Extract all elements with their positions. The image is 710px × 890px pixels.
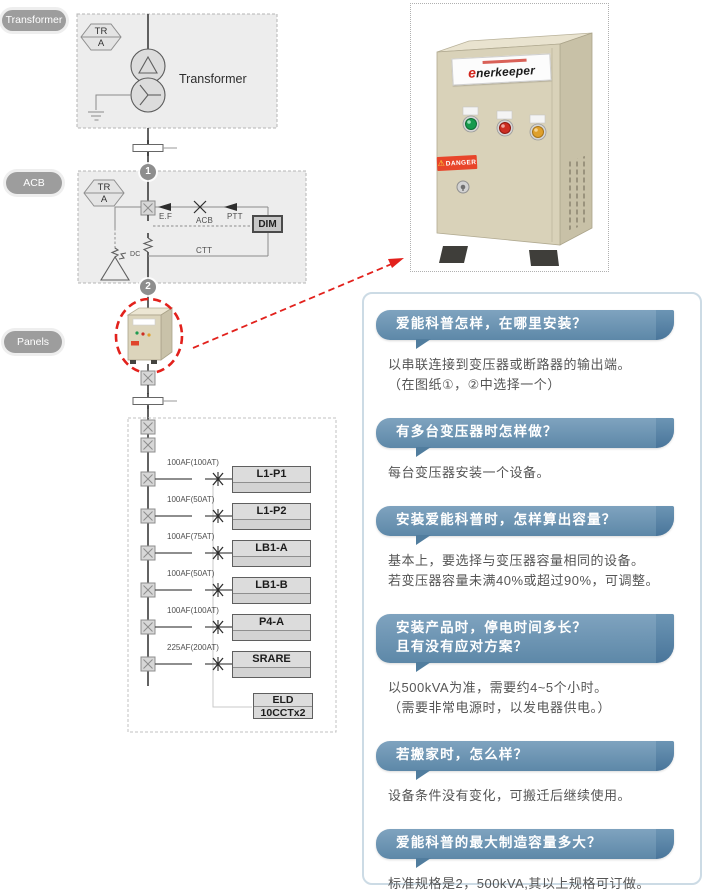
ef-arrow-icon — [158, 203, 171, 211]
dim-relay-box: DIM — [252, 215, 283, 233]
feeder-sub-cell — [233, 520, 310, 529]
feeder-sub-cell — [233, 557, 310, 566]
feeder-box: L1-P1 — [232, 466, 311, 493]
hex-tag-a: A — [97, 38, 105, 49]
feeder-name: SRARE — [233, 652, 310, 668]
feeder-box: SRARE — [232, 651, 311, 678]
node-1-badge: 1 — [140, 164, 156, 180]
ctt-line-label: CTT — [196, 246, 213, 255]
delta-winding-icon — [100, 255, 130, 281]
ef-label: E.F — [159, 212, 173, 221]
ct-square-icon — [140, 200, 156, 216]
danger-sticker: ⚠ DANGER — [436, 154, 478, 172]
feeder-rating-label: 100AF(100AT) — [167, 606, 219, 615]
feeder-name: LB1-B — [233, 578, 310, 594]
ptt-label: PTT — [227, 212, 243, 221]
feeder-sub-cell — [233, 631, 310, 640]
feeder-rating-label: 100AF(50AT) — [167, 495, 215, 504]
feeder-sub-cell — [233, 594, 310, 603]
feeder-sub-cell — [233, 483, 310, 492]
acb-line-label: ACB — [196, 216, 214, 225]
danger-label: DANGER — [445, 158, 477, 168]
feeder-name: P4-A — [233, 615, 310, 631]
faq-question-bubble: 有多台变压器时怎样做？ — [376, 418, 674, 457]
eld-circuits-label: 10CCTx2 — [260, 707, 306, 719]
feeder-sub-cell — [233, 668, 310, 677]
ground-icon — [95, 94, 131, 110]
feeder-box: P4-A — [232, 614, 311, 641]
feeder-rating-label: 100AF(50AT) — [167, 569, 215, 578]
faq-question-bubble: 安装产品时，停电时间多长？且有没有应对方案？ — [376, 614, 674, 672]
node-2-badge: 2 — [140, 279, 156, 295]
feeder-rating-label: 100AF(75AT) — [167, 532, 215, 541]
hex-tag-a: A — [100, 194, 108, 205]
hex-tag-tr: TR — [97, 182, 111, 193]
ptt-arrow-icon — [224, 203, 237, 211]
section-label-transformer: Transformer — [2, 10, 66, 31]
faq-item: 爱能科普怎样，在哪里安装？ 以串联连接到变压器或断路器的输出端。（在图纸①，②中… — [376, 310, 674, 395]
warning-triangle-icon: ⚠ — [437, 158, 446, 169]
feeder-rating-label: 225AF(200AT) — [167, 643, 219, 652]
brand-logo: enerkeeper — [453, 61, 551, 81]
eld-label: ELD — [254, 694, 312, 707]
faq-answer: 标准规格是2，500kVA,其以上规格可订做。 — [388, 876, 650, 890]
faq-answer: 每台变压器安装一个设备。 — [388, 465, 551, 481]
red-circle-highlight — [114, 297, 184, 375]
brand-logo-rest: nerkeeper — [475, 62, 536, 80]
faq-question-bubble: 爱能科普怎样，在哪里安装？ — [376, 310, 674, 349]
transformer-caption: Transformer — [179, 72, 247, 86]
faq-answer: 设备条件没有变化，可搬迁后继续使用。 — [388, 788, 632, 804]
faq-answer: 基本上，要选择与变压器容量相同的设备。若变压器容量未满40%或超过90%，可调整… — [388, 553, 660, 589]
faq-list: 爱能科普怎样，在哪里安装？ 以串联连接到变压器或断路器的输出端。（在图纸①，②中… — [376, 310, 674, 890]
feeder-name: L1-P2 — [233, 504, 310, 520]
faq-answer: 以500kVA为准，需要约4~5个小时。（需要非常电源时，以发电器供电。） — [388, 680, 612, 716]
feeder-name: LB1-A — [233, 541, 310, 557]
hex-tag-tr: TR — [94, 26, 108, 37]
faq-question-bubble: 安装爱能科普时，怎样算出容量？ — [376, 506, 674, 545]
faq-answer: 以串联连接到变压器或断路器的输出端。（在图纸①，②中选择一个） — [388, 356, 632, 393]
section-label-panels: Panels — [4, 331, 62, 353]
fuse-icon — [132, 392, 178, 410]
faq-item: 安装爱能科普时，怎样算出容量？ 基本上，要选择与变压器容量相同的设备。若变压器容… — [376, 506, 674, 591]
fuse-icon — [132, 139, 178, 157]
red-arrow-head — [388, 258, 404, 268]
faq-panel: 爱能科普怎样，在哪里安装？ 以串联连接到变压器或断路器的输出端。（在图纸①，②中… — [362, 292, 702, 890]
dc-label: DC — [130, 251, 141, 258]
faq-item: 爱能科普的最大制造容量多大？ 标准规格是2，500kVA,其以上规格可订做。 — [376, 829, 674, 890]
faq-item: 有多台变压器时怎样做？ 每台变压器安装一个设备。 — [376, 418, 674, 483]
highlight-annotations — [114, 258, 404, 375]
faq-question-bubble: 爱能科普的最大制造容量多大？ — [376, 829, 674, 869]
faq-item: 若搬家时，怎么样？ 设备条件没有变化，可搬迁后继续使用。 — [376, 741, 674, 806]
faq-question-bubble: 若搬家时，怎么样？ — [376, 741, 674, 781]
transformer-secondary-symbol — [130, 77, 166, 113]
feeder-box: L1-P2 — [232, 503, 311, 530]
feeder-name: L1-P1 — [233, 467, 310, 483]
transformer-primary-symbol — [130, 48, 166, 84]
feeder-rating-label: 100AF(100AT) — [167, 458, 219, 467]
feeder-box: LB1-A — [232, 540, 311, 567]
eld-box: ELD 10CCTx2 — [253, 693, 313, 719]
brand-nameplate: enerkeeper — [451, 53, 552, 86]
faq-item: 安装产品时，停电时间多长？且有没有应对方案？ 以500kVA为准，需要约4~5个… — [376, 614, 674, 718]
section-label-acb: ACB — [6, 172, 62, 194]
product-photo-frame — [410, 3, 609, 272]
mini-device — [126, 307, 174, 364]
feeder-box: LB1-B — [232, 577, 311, 604]
